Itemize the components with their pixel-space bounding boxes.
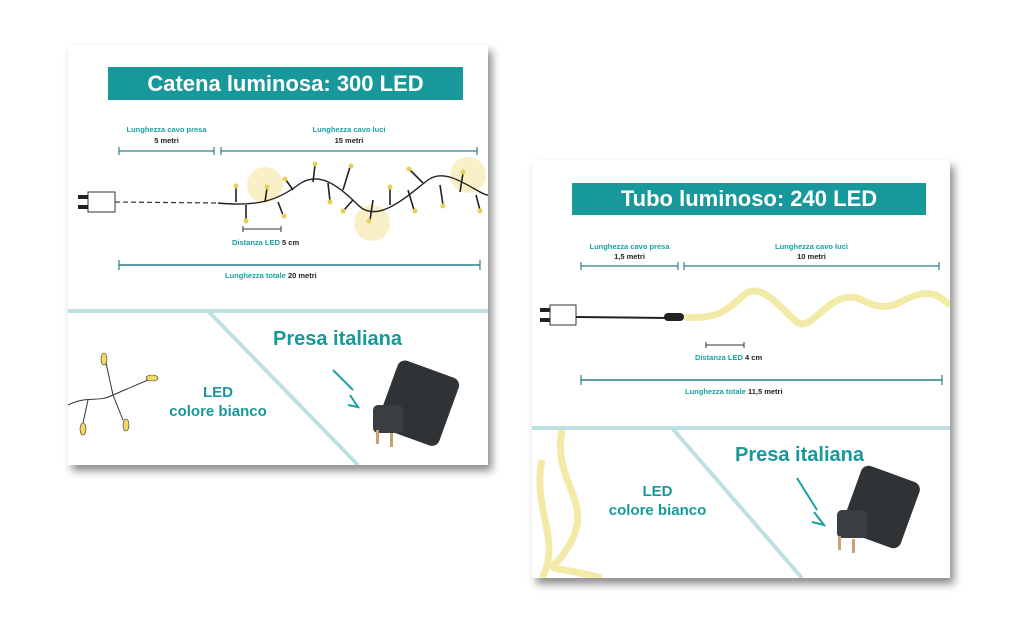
total-length-value: 20 metri [287, 271, 317, 280]
led-line2: colore bianco [169, 403, 267, 420]
total-length-value: 11,5 metri [747, 387, 783, 396]
led-line2: colore bianco [608, 502, 707, 519]
total-length: Lunghezza totale 20 metri [225, 271, 317, 280]
plug-cable-value: 5 metri [154, 136, 179, 145]
led-line1: LED [203, 384, 233, 401]
plug-image [837, 465, 920, 553]
led-distance: Distanza LED 4 cm [695, 353, 762, 362]
plug-cable-value: 1,5 metri [614, 252, 645, 261]
led-line1: LED [642, 483, 673, 500]
string-lights-diagram [68, 147, 488, 465]
led-distance-label: Distanza LED [695, 353, 743, 362]
total-length: Lunghezza totale 11,5 metri [685, 387, 783, 396]
led-color-text: LED colore bianco [163, 383, 273, 421]
light-cable-label: Lunghezza cavo luci [312, 125, 386, 134]
light-tube-diagram [532, 262, 950, 578]
light-tube-card: Tubo luminoso: 240 LED Lunghezza cavo pr… [532, 160, 950, 578]
total-length-label: Lunghezza totale [225, 271, 286, 280]
plug-heading: Presa italiana [273, 328, 402, 350]
led-distance: Distanza LED 5 cm [232, 238, 299, 247]
led-distance-value: 4 cm [745, 353, 763, 362]
light-cable-label: Lunghezza cavo luci [775, 242, 848, 251]
light-cable-value: 15 metri [334, 136, 364, 145]
led-color-text: LED colore bianco [600, 482, 715, 520]
light-cable-value: 10 metri [797, 252, 826, 261]
title-banner: Tubo luminoso: 240 LED [572, 183, 926, 215]
plug-heading: Presa italiana [735, 444, 864, 466]
title-banner: Catena luminosa: 300 LED [108, 67, 463, 100]
led-distance-value: 5 cm [282, 238, 300, 247]
string-lights-card: Catena luminosa: 300 LED Lunghezza cavo … [68, 45, 488, 465]
led-distance-label: Distanza LED [232, 238, 280, 247]
plug-cable-label: Lunghezza cavo presa [589, 242, 670, 251]
plug-cable-label: Lunghezza cavo presa [126, 125, 207, 134]
total-length-label: Lunghezza totale [685, 387, 746, 396]
plug-image [373, 360, 460, 447]
